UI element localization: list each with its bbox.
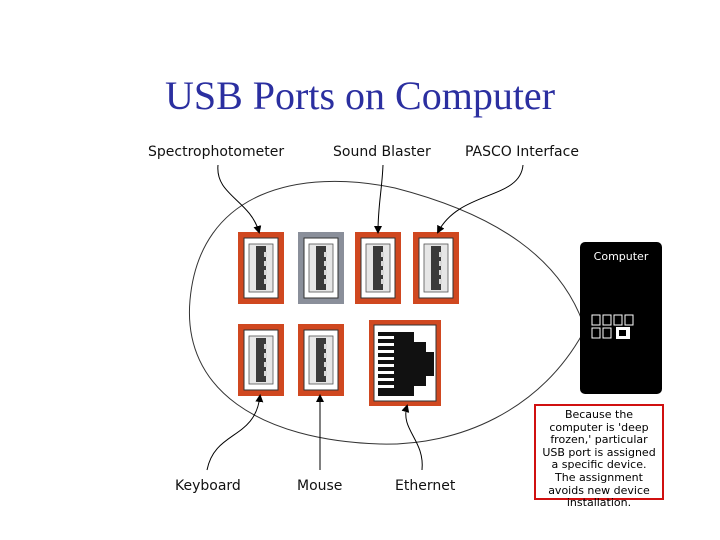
arrow-pasco [437, 164, 524, 234]
label-pasco-interface: PASCO Interface [465, 144, 579, 160]
usb-port-icon [354, 231, 402, 305]
ethernet-port-icon [369, 320, 441, 406]
label-spectrophotometer: Spectrophotometer [148, 144, 285, 160]
label-keyboard: Keyboard [175, 478, 241, 494]
arrow-spectrophotometer [217, 164, 262, 234]
computer-label: Computer [593, 250, 649, 263]
arrow-sound-blaster [374, 164, 384, 234]
usb-port-icon [297, 323, 345, 397]
label-ethernet: Ethernet [395, 478, 456, 494]
computer-icon: Computer [580, 242, 662, 394]
computer-port-panel [591, 314, 634, 339]
note-box: Because the computer is 'deep frozen,' p… [534, 404, 664, 509]
label-sound-blaster: Sound Blaster [333, 144, 431, 160]
usb-port-icon [237, 323, 285, 397]
label-mouse: Mouse [297, 478, 343, 494]
arrow-keyboard [206, 394, 264, 471]
usb-port-icon [412, 231, 460, 305]
page-title: USB Ports on Computer [164, 73, 556, 118]
callout-balloon [188, 180, 584, 445]
usb-port-icon [237, 231, 285, 305]
usb-port-icon [297, 231, 345, 305]
arrow-ethernet [401, 404, 423, 471]
